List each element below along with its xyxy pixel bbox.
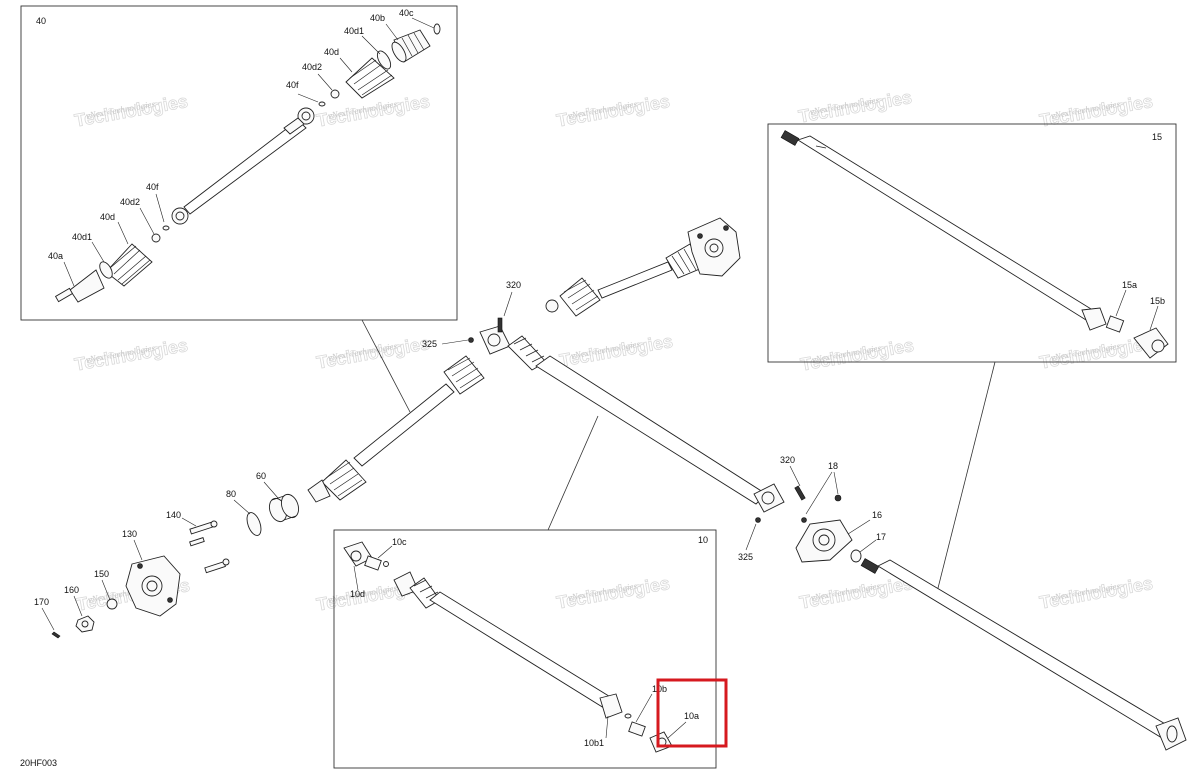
cross-10b <box>628 721 646 737</box>
watermark: Technologies vNext Technologies <box>315 333 432 373</box>
ring-80 <box>246 512 262 536</box>
ring-17 <box>850 549 862 563</box>
watermark: Technologies vNext Technologies <box>73 335 190 375</box>
inner-joint-bottom <box>171 207 189 225</box>
watermarks: Technologies vNext Technologies Technolo… <box>73 87 1155 615</box>
callout-10a: 10a <box>684 711 699 721</box>
callout-325: 325 <box>738 552 753 562</box>
callout-40d1: 40d1 <box>344 26 364 36</box>
housing-40b <box>391 29 431 63</box>
callout-10c: 10c <box>392 537 407 547</box>
callout-40a: 40a <box>48 251 63 261</box>
outer-joint-40a <box>54 269 105 303</box>
highlight-10a <box>656 678 728 748</box>
watermark: Technologies vNext Technologies <box>558 331 675 371</box>
circlip-40c <box>433 23 441 35</box>
knuckle-right <box>687 217 741 277</box>
callout-150: 150 <box>94 569 109 579</box>
nut-160 <box>75 615 95 633</box>
nut-18 <box>834 494 842 502</box>
watermark: Technologies vNext Technologies <box>1038 573 1155 613</box>
box-15-label: 15 <box>1152 132 1162 142</box>
callout-40d2: 40d2 <box>120 197 140 207</box>
callout-320: 320 <box>506 280 521 290</box>
callout-15a: 15a <box>1122 280 1137 290</box>
clamp-40d1-top <box>376 50 392 70</box>
diagram-id: 20HF003 <box>20 758 57 768</box>
callout-40c: 40c <box>399 8 414 18</box>
callout-40d2: 40d2 <box>302 62 322 72</box>
callout-40d1: 40d1 <box>72 232 92 242</box>
nut-325-top <box>468 337 474 343</box>
detail-box-10: 10 10c 10d 10b 10b1 10a <box>333 529 728 769</box>
watermark: Technologies vNext Technologies <box>799 335 916 375</box>
clamp-40d2-bottom <box>151 233 161 243</box>
ring-40f-top <box>318 101 326 107</box>
circlip-10b <box>624 713 632 719</box>
callout-10b1: 10b1 <box>584 738 604 748</box>
callout-18: 18 <box>828 461 838 471</box>
boot-40d-top <box>345 57 395 99</box>
callout-320: 320 <box>780 455 795 465</box>
box-40-label: 40 <box>36 16 46 26</box>
watermark: Technologies vNext Technologies <box>555 91 672 131</box>
carrier-bearing-16 <box>795 519 853 563</box>
cross-15a <box>1105 315 1125 333</box>
callout-60: 60 <box>256 471 266 481</box>
watermark: Technologies vNext Technologies <box>798 573 915 613</box>
callout-17: 17 <box>876 532 886 542</box>
rear-propeller-shaft <box>860 558 1187 751</box>
bolts-140 <box>189 520 230 574</box>
clamp-40d2-top <box>330 89 340 99</box>
callout-170: 170 <box>34 597 49 607</box>
yoke-15b <box>1133 327 1169 359</box>
yoke-10a <box>649 731 673 753</box>
callout-10b: 10b <box>652 684 667 694</box>
knuckle-130 <box>125 555 181 617</box>
callout-40b: 40b <box>370 13 385 23</box>
watermark: Technologies vNext Technologies <box>555 573 672 613</box>
inner-joint-top <box>283 107 315 135</box>
detail-box-40: 40 <box>20 5 458 321</box>
callout-16: 16 <box>872 510 882 520</box>
front-drive-shaft <box>507 335 807 523</box>
callout-40f: 40f <box>286 80 299 90</box>
callout-40d: 40d <box>100 212 115 222</box>
box-10-label: 10 <box>698 535 708 545</box>
front-coupling <box>468 317 511 355</box>
callout-140: 140 <box>166 510 181 520</box>
watermark: Technologies vNext Technologies <box>1038 91 1155 131</box>
callout-15b: 15b <box>1150 296 1165 306</box>
detail-box-15: 15 15a 15b <box>767 123 1177 363</box>
cotter-pin-170 <box>51 631 61 639</box>
bolt-320-mid <box>794 485 806 501</box>
bearing-60 <box>268 493 300 523</box>
callout-325: 325 <box>422 339 437 349</box>
callout-40d: 40d <box>324 47 339 57</box>
detail-connectors <box>361 319 996 601</box>
callout-40f: 40f <box>146 182 159 192</box>
callout-80: 80 <box>226 489 236 499</box>
callout-10d: 10d <box>350 589 365 599</box>
nut-325-mid <box>755 517 761 523</box>
half-shaft-right <box>545 217 741 317</box>
callout-130: 130 <box>122 529 137 539</box>
watermark: Technologies vNext Technologies <box>797 87 914 127</box>
ring-40f-bottom <box>162 225 170 231</box>
main-assembly: 320 325 60 80 <box>34 217 1187 751</box>
clamp-40d1-bottom <box>99 261 113 279</box>
watermark: Technologies vNext Technologies <box>73 91 190 131</box>
bolt-320-top <box>497 317 503 333</box>
callout-160: 160 <box>64 585 79 595</box>
half-shaft-left <box>307 355 485 503</box>
yoke-15 <box>1081 307 1107 331</box>
cross-10c <box>364 555 389 571</box>
washer-150 <box>106 598 118 610</box>
boot-40d-bottom <box>105 243 153 287</box>
